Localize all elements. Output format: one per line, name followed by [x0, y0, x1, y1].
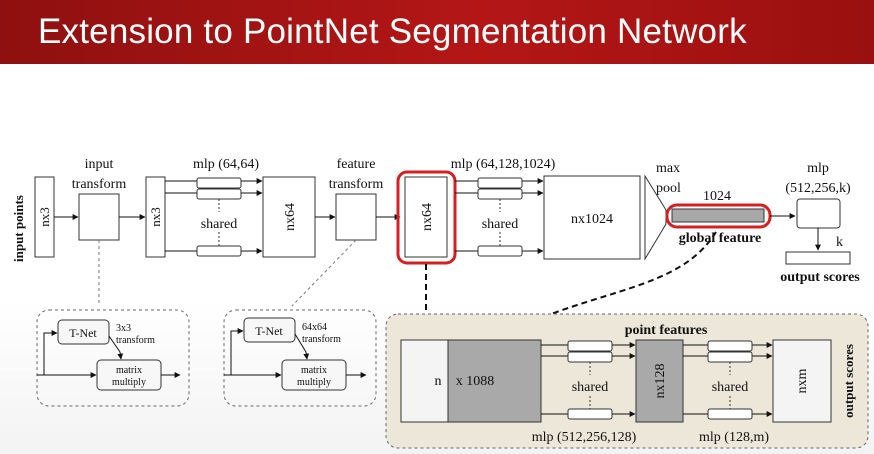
nx1024-label: nx1024: [571, 212, 613, 227]
multiply-label-2: multiply: [297, 377, 331, 388]
mlp1-bar-1: [196, 177, 242, 189]
nx1024-block: [543, 175, 641, 260]
feature-transform-label-2: transform: [329, 177, 384, 192]
cls-mlp-box: [796, 198, 841, 229]
mlp4-bar-2: [707, 351, 753, 363]
tnet2-branch-down: [294, 333, 310, 360]
tnet-transform-label-1: transform: [116, 335, 155, 346]
title-bar: Extension to PointNet Segmentation Netwo…: [0, 0, 874, 64]
global-feature-vector: [671, 208, 765, 223]
nx128-block: [635, 339, 684, 423]
tnet-label-1: T-Net: [69, 326, 97, 340]
nx3-label-b: nx3: [148, 207, 163, 227]
matrix-label-1: matrix: [116, 365, 142, 376]
tnet-box-1: [57, 319, 110, 345]
tnet1-branch-up: [43, 330, 58, 375]
mlp-64-label: mlp (64,64): [193, 157, 259, 172]
nx64-label-b: nx64: [420, 203, 435, 231]
input-transform-label-2: transform: [72, 177, 127, 192]
mlp-512-128-label: mlp (512,256,128): [532, 430, 637, 445]
nx3-label-a: nx3: [37, 207, 52, 227]
shared-label-4: shared: [712, 380, 749, 395]
global-feature-label: global feature: [679, 231, 762, 246]
feature-transform-label-1: feature: [337, 157, 376, 172]
x1088-label: x 1088: [456, 374, 495, 389]
mlp4-bar-1: [707, 340, 753, 352]
mlp3-bar-3: [567, 408, 613, 420]
tnet-transform-label-2: transform: [302, 334, 341, 345]
nxm-block: [772, 339, 832, 423]
feature-transform-box: [335, 193, 377, 241]
mlp2-bar-3: [477, 245, 523, 257]
input-transform-label-1: input: [85, 157, 114, 172]
global-feature-arrow: [506, 231, 717, 333]
nx128-label: nx128: [653, 364, 668, 399]
global-feature-block: [447, 339, 542, 423]
mlp-128-m-label: mlp (128,m): [699, 430, 769, 445]
seg-output-label: output scores: [841, 344, 856, 418]
mlp3-bar-2: [567, 351, 613, 363]
max-pool-funnel: [644, 174, 667, 261]
cls-mlp-label-2: (512,256,k): [785, 181, 851, 196]
multiply-label-1: multiply: [112, 377, 146, 388]
pool-label: pool: [656, 181, 681, 196]
shared-label-1: shared: [201, 217, 238, 232]
k-label: k: [836, 235, 843, 250]
max-label: max: [656, 161, 680, 176]
mlp1-bar-2: [196, 188, 242, 200]
tnet-panel-1: [36, 309, 190, 407]
tnet-size-label-2: 64x64: [302, 322, 327, 333]
cls-output-label: output scores: [780, 270, 860, 285]
tnet-box-2: [243, 317, 296, 343]
nx64-highlight: [396, 170, 457, 265]
input-points-label: input points: [11, 195, 26, 262]
tnet-label-2: T-Net: [255, 324, 283, 338]
shared-label-2: shared: [482, 217, 519, 232]
mlp4-bar-3: [707, 408, 753, 420]
tnet2-branch-up: [230, 328, 244, 375]
matrix-label-2: matrix: [301, 365, 327, 376]
input-transform-box: [78, 193, 120, 241]
nx3-block-b: [145, 176, 166, 258]
mlp2-bar-2: [477, 188, 523, 200]
nxm-label: nxm: [795, 368, 810, 393]
global-size-label: 1024: [703, 189, 731, 204]
mlp1-bar-3: [196, 245, 242, 257]
mlp2-bar-1: [477, 177, 523, 189]
shared-label-3: shared: [572, 380, 609, 395]
nx64-block-a: [262, 176, 316, 258]
n-label: n: [435, 374, 442, 389]
nx64-label-a: nx64: [283, 203, 298, 231]
mlp-1024-label: mlp (64,128,1024): [451, 157, 556, 172]
cls-mlp-label-1: mlp: [807, 161, 829, 176]
cls-output-bar: [785, 251, 851, 265]
mlp3-bar-1: [567, 340, 613, 352]
slide-title: Extension to PointNet Segmentation Netwo…: [38, 12, 747, 51]
point-features-label: point features: [625, 323, 708, 338]
nx64-block-b: [404, 176, 448, 258]
tnet1-branch-down: [108, 335, 124, 360]
tnet-size-label-1: 3x3: [116, 323, 131, 334]
tnet-panel-2: [223, 309, 377, 407]
